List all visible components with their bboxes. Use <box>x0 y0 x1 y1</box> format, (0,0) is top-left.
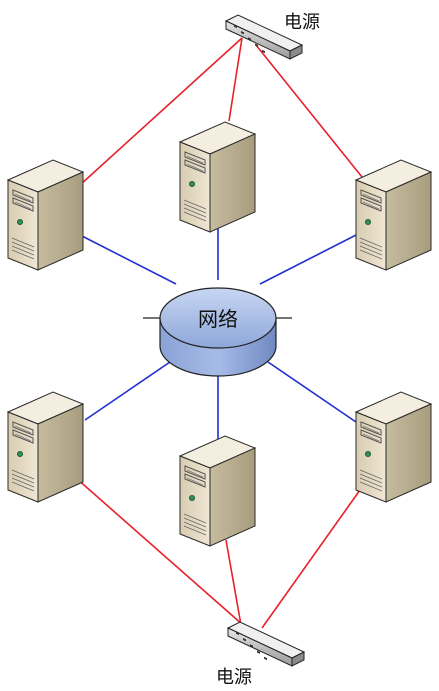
server-top-left <box>7 159 84 271</box>
power-link <box>79 37 243 186</box>
network-node: 网络 <box>143 287 292 377</box>
power-label-top: 电源 <box>284 12 320 33</box>
network-link <box>81 235 177 285</box>
power-strip-bottom <box>227 621 305 667</box>
network-label: 网络 <box>198 307 238 331</box>
power-link <box>255 44 367 183</box>
server-top-center <box>179 121 256 233</box>
power-link <box>261 489 361 629</box>
power-link <box>75 477 244 626</box>
power-link <box>225 539 242 626</box>
server-top-right <box>355 159 432 271</box>
power-label-bottom: 电源 <box>216 667 252 688</box>
network-link <box>84 361 171 421</box>
network-links <box>81 226 361 446</box>
power-links <box>75 37 367 629</box>
server-bottom-right <box>355 391 432 503</box>
server-bottom-center <box>179 435 256 547</box>
network-link <box>267 361 357 423</box>
server-bottom-left <box>7 391 84 503</box>
power-link <box>228 37 243 122</box>
network-link <box>259 232 361 285</box>
